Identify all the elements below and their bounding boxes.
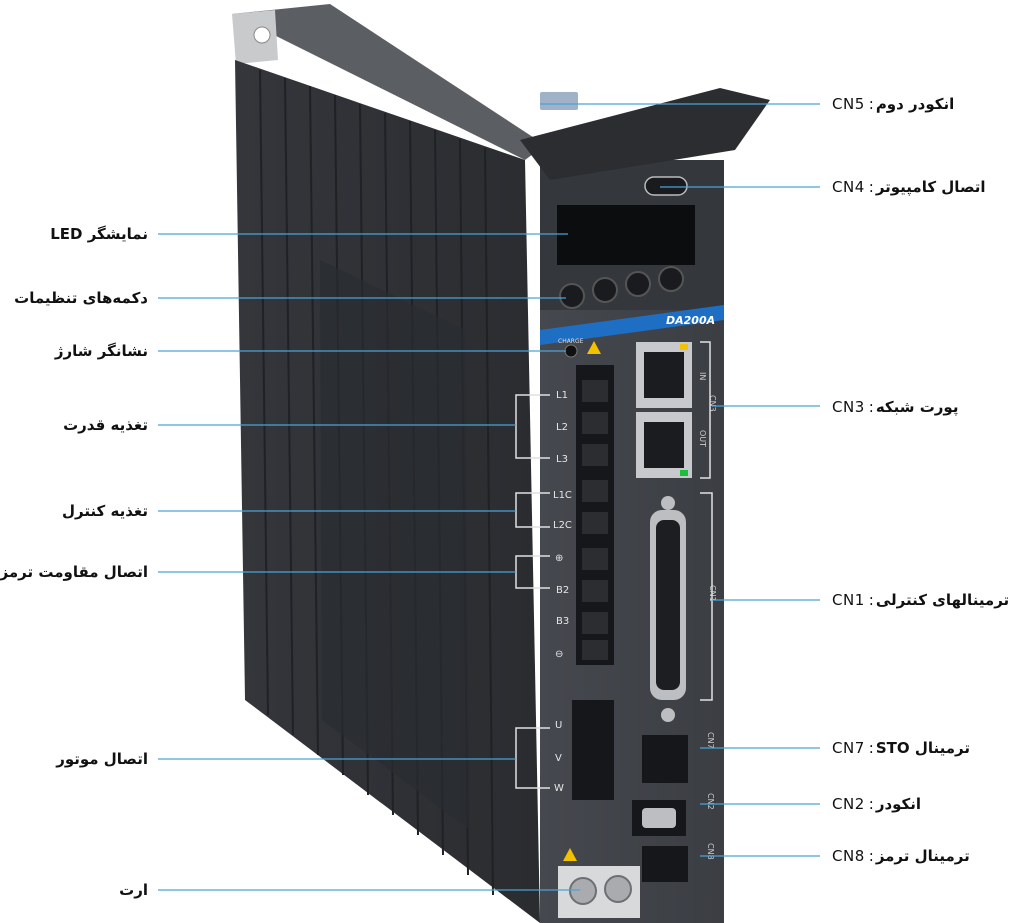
svg-text:L2C: L2C bbox=[553, 520, 572, 531]
cn4-port bbox=[644, 176, 688, 196]
svg-text:B3: B3 bbox=[556, 616, 569, 627]
port-label-in: IN bbox=[698, 372, 707, 380]
callout-cn4: CN4:اتصال کامپیوتر bbox=[832, 178, 986, 196]
port-label-out: OUT bbox=[698, 430, 707, 447]
callout-led-display: نمایشگر LED bbox=[50, 225, 148, 243]
cn5-connector bbox=[540, 92, 578, 110]
warning-triangle-icon bbox=[587, 341, 601, 354]
callout-cn8: CN8:ترمینال ترمز bbox=[832, 847, 970, 865]
cn8-connector bbox=[642, 846, 688, 882]
network-port-out-led bbox=[680, 470, 688, 476]
cn2-socket bbox=[642, 808, 676, 828]
callout-setting-buttons: دکمه‌های تنظیمات bbox=[14, 289, 148, 307]
svg-text:U: U bbox=[555, 720, 562, 731]
svg-text:CN3: CN3 bbox=[708, 395, 717, 412]
motor-labels: U V W bbox=[554, 720, 564, 794]
leader-lines bbox=[158, 103, 820, 891]
svg-text:⊕: ⊕ bbox=[555, 553, 563, 564]
cn1-screw-top bbox=[661, 496, 675, 510]
callout-cn5: CN5:انکودر دوم bbox=[832, 95, 955, 113]
model-band bbox=[540, 305, 724, 345]
svg-text:B2: B2 bbox=[556, 585, 569, 596]
callout-cn3: CN3:پورت شبکه bbox=[832, 398, 959, 416]
cn7-connector bbox=[642, 735, 688, 783]
cn1-screw-bottom bbox=[661, 708, 675, 722]
led-display-window bbox=[557, 205, 695, 265]
model-label: DA200A bbox=[666, 314, 715, 327]
callout-power-supply: تغذیه قدرت bbox=[63, 416, 148, 434]
earth-screw-1 bbox=[569, 877, 597, 905]
network-port-in-socket bbox=[644, 352, 684, 398]
callout-cn1: CN1:ترمینالهای کنترلی bbox=[832, 591, 1010, 609]
top-lid bbox=[232, 4, 545, 160]
terminal-labels: L1 L2 L3 L1C L2C ⊕ B2 B3 ⊖ bbox=[553, 390, 572, 660]
network-port-in-led bbox=[680, 344, 688, 350]
callout-motor-connection: اتصال موتور bbox=[56, 750, 148, 768]
callout-cn2: CN2:انکودر bbox=[832, 795, 922, 813]
charge-led bbox=[564, 344, 578, 358]
side-panel-recess bbox=[320, 260, 470, 830]
callout-earth: ارت bbox=[119, 881, 148, 899]
svg-text:⊖: ⊖ bbox=[555, 649, 563, 660]
svg-text:W: W bbox=[554, 783, 564, 794]
svg-text:V: V bbox=[555, 753, 562, 764]
callout-cn7: CN7:ترمینال STO bbox=[832, 739, 970, 757]
cn5-flap bbox=[520, 88, 770, 180]
mount-hole bbox=[253, 26, 271, 44]
network-port-out-socket bbox=[644, 422, 684, 468]
cn1-connector-pins bbox=[656, 520, 680, 690]
svg-text:L2: L2 bbox=[556, 422, 568, 433]
svg-text:L1: L1 bbox=[556, 390, 568, 401]
earth-screw-2 bbox=[604, 875, 632, 903]
setting-buttons-group bbox=[559, 266, 684, 309]
callout-control-supply: تغذیه کنترل bbox=[61, 502, 148, 520]
power-terminal-slots bbox=[582, 380, 608, 660]
svg-text:CN8: CN8 bbox=[706, 843, 715, 860]
callout-charge-indicator: نشانگر شارژ bbox=[54, 342, 148, 360]
charge-text: CHARGE bbox=[558, 338, 584, 345]
callout-brake-resistor: اتصال مقاومت ترمز bbox=[0, 563, 148, 581]
terminal-brackets bbox=[515, 341, 713, 789]
earth-warning-icon bbox=[563, 848, 577, 861]
svg-text:CN2: CN2 bbox=[706, 793, 715, 810]
svg-text:L1C: L1C bbox=[553, 490, 572, 501]
motor-terminal-block bbox=[572, 700, 614, 800]
svg-text:CN7: CN7 bbox=[706, 732, 715, 749]
svg-text:L3: L3 bbox=[556, 454, 568, 465]
